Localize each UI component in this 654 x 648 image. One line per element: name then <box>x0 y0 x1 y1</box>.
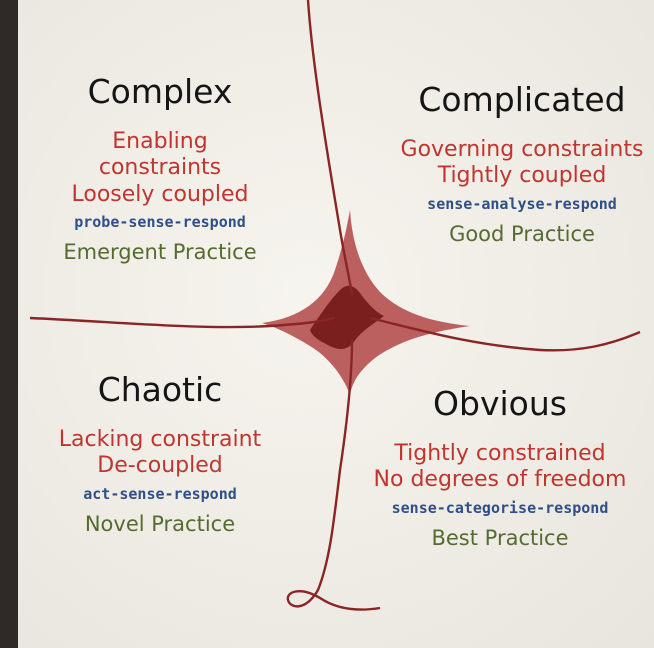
left-boundary-line <box>29 316 336 329</box>
quadrant-complex: Complex Enabling constraints Loosely cou… <box>50 72 270 267</box>
coupling-text: De-coupled <box>97 453 223 479</box>
coupling-text: No degrees of freedom <box>373 467 627 493</box>
bottom-boundary-line <box>286 339 381 611</box>
constraint-text: Lacking constraint <box>58 427 262 452</box>
practice-text: Emergent Practice <box>63 240 257 265</box>
quadrant-title: Chaotic <box>97 370 223 409</box>
quadrant-obvious: Obvious Tightly constrained No degrees o… <box>370 384 630 552</box>
quadrant-title: Complex <box>87 72 233 111</box>
approach-text: sense-categorise-respond <box>391 498 609 517</box>
quadrant-chaotic: Chaotic Lacking constraint De-coupled ac… <box>50 370 270 538</box>
practice-text: Novel Practice <box>84 512 236 537</box>
center-disorder-core <box>310 285 384 349</box>
right-boundary-line <box>369 316 641 352</box>
quadrant-complicated: Complicated Governing constraints Tightl… <box>392 80 652 248</box>
coupling-text: Tightly coupled <box>437 163 607 189</box>
top-boundary-line <box>306 0 354 296</box>
coupling-text: Loosely coupled <box>71 181 249 207</box>
practice-text: Good Practice <box>449 222 595 247</box>
quadrant-title: Obvious <box>433 384 567 423</box>
practice-text: Best Practice <box>431 526 569 551</box>
approach-text: act-sense-respond <box>83 484 237 503</box>
constraint-text: Tightly constrained <box>394 441 606 466</box>
approach-text: sense-analyse-respond <box>427 194 617 213</box>
constraint-text: Governing constraints <box>400 137 644 162</box>
quadrant-title: Complicated <box>418 80 626 119</box>
constraint-text: Enabling constraints <box>98 129 222 181</box>
approach-text: probe-sense-respond <box>74 213 246 232</box>
